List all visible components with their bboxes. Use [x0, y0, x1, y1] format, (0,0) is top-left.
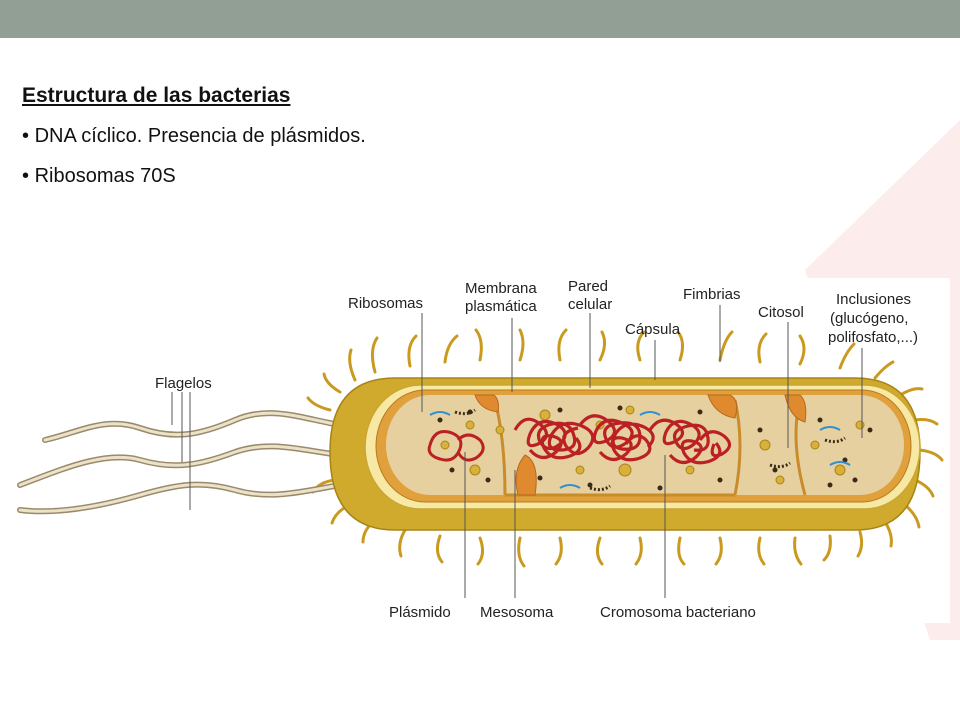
label-plasmido: Plásmido [389, 604, 451, 621]
label-pared-line2: celular [568, 296, 612, 313]
label-pared-line1: Pared [568, 278, 608, 295]
mesosomes [474, 394, 807, 496]
bacteria-diagram: Flagelos Ribosomas Membrana plasmática P… [17, 278, 950, 623]
label-ribosomas: Ribosomas [348, 295, 423, 312]
label-fimbrias: Fimbrias [683, 286, 741, 303]
bullet-item: DNA cíclico. Presencia de plásmidos. [22, 122, 366, 162]
bacterial-chromosome [513, 414, 732, 465]
bullet-item: Ribosomas 70S [22, 162, 366, 202]
label-membrana-line1: Membrana [465, 280, 537, 297]
bullet-list: DNA cíclico. Presencia de plásmidos. Rib… [22, 122, 366, 202]
fimbriae [306, 328, 944, 568]
flagella [17, 410, 343, 515]
label-inclusiones-line2: (glucógeno, [830, 310, 908, 327]
label-flagelos: Flagelos [155, 375, 212, 392]
top-bar [0, 0, 960, 38]
label-mesosoma: Mesosoma [480, 604, 554, 621]
label-cromosoma: Cromosoma bacteriano [600, 604, 756, 621]
label-capsula: Cápsula [625, 321, 681, 338]
label-citosol: Citosol [758, 304, 804, 321]
label-inclusiones-line3: polifosfato,...) [828, 329, 918, 346]
label-inclusiones-line1: Inclusiones [836, 291, 911, 308]
leader-lines [171, 305, 863, 598]
cytoplasm [386, 395, 904, 495]
label-membrana-line2: plasmática [465, 298, 537, 315]
slide-title: Estructura de las bacterias [22, 84, 291, 107]
